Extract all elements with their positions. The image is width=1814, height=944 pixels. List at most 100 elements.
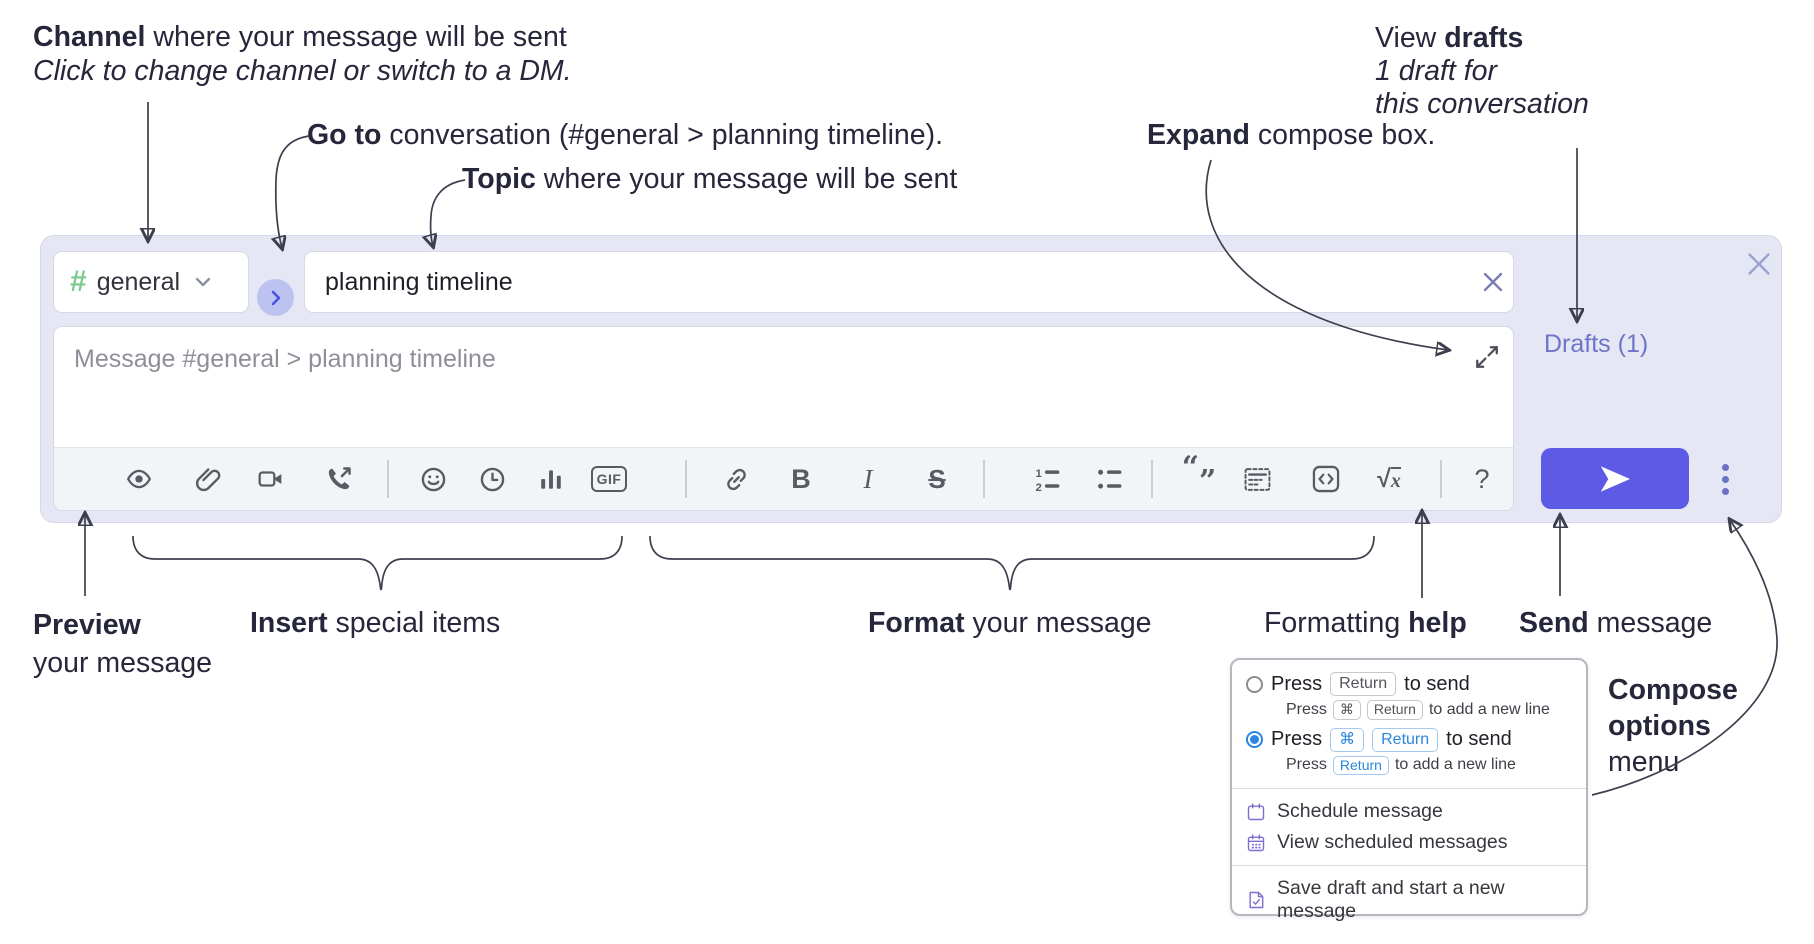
topic-field	[304, 251, 1514, 313]
numbered-list-icon: 1 2	[1035, 467, 1059, 493]
save-draft-new-message-item[interactable]: Save draft and start a new message	[1232, 873, 1586, 927]
quote-button[interactable]: “”	[1177, 449, 1221, 501]
send-button[interactable]	[1541, 448, 1689, 509]
preview-button[interactable]	[117, 457, 161, 501]
radio-unselected-icon[interactable]	[1246, 675, 1263, 693]
cmd-key: ⌘	[1332, 700, 1361, 720]
toolbar-divider	[1151, 460, 1153, 498]
formatting-help-note: Formatting help	[1264, 607, 1467, 639]
paperclip-icon	[195, 467, 220, 491]
channel-name: general	[96, 267, 181, 296]
eye-icon	[127, 469, 151, 489]
bulleted-list-button[interactable]	[1087, 457, 1131, 501]
svg-text:1: 1	[1035, 467, 1042, 479]
insert-note: Insert special items	[250, 607, 501, 639]
send-note: Send message	[1519, 607, 1713, 639]
italic-icon: I	[863, 463, 873, 494]
send-icon	[1600, 465, 1630, 492]
topic-input[interactable]	[305, 267, 1473, 297]
message-compose-area: GIF B I S	[53, 326, 1514, 511]
link-icon	[726, 468, 746, 490]
svg-text:2: 2	[1035, 481, 1041, 492]
compose-toolbar: GIF B I S	[54, 447, 1513, 510]
goto-pointer-curve	[276, 135, 310, 248]
schedule-message-item[interactable]: Schedule message	[1232, 796, 1586, 827]
insert-brace	[132, 535, 623, 591]
spoiler-button[interactable]	[1235, 457, 1279, 501]
question-mark-icon: ?	[1474, 463, 1490, 494]
view-scheduled-messages-item[interactable]: View scheduled messages	[1232, 827, 1586, 858]
close-compose-button[interactable]	[1739, 244, 1779, 284]
compose-options-popup: Press Return to send Press ⌘ Return to a…	[1230, 658, 1588, 922]
go-to-conversation-button[interactable]	[257, 279, 294, 316]
compose-options-note: Compose options menu	[1608, 674, 1738, 778]
smiley-icon	[421, 467, 445, 491]
close-icon	[1748, 253, 1770, 275]
compose-options-menu-button[interactable]	[1707, 451, 1743, 507]
clock-icon	[480, 467, 504, 491]
formatting-help-button[interactable]: ?	[1460, 457, 1504, 501]
document-check-icon	[1249, 891, 1264, 909]
phone-call-icon	[328, 467, 351, 490]
clear-topic-button[interactable]	[1473, 262, 1513, 302]
return-key: Return	[1372, 727, 1439, 752]
return-key: Return	[1330, 672, 1397, 696]
channel-hash-icon: #	[70, 265, 87, 298]
calendar-icon	[1247, 802, 1265, 820]
popup-divider	[1232, 865, 1586, 866]
channel-note-rest: where your message will be sent	[145, 21, 567, 53]
bold-icon: B	[791, 463, 811, 494]
drafts-note: View drafts 1 draft for this conversatio…	[1375, 22, 1589, 120]
format-brace	[649, 535, 1375, 591]
math-icon: √x	[1377, 464, 1401, 493]
chevron-right-icon	[271, 290, 280, 305]
return-key: Return	[1366, 700, 1423, 720]
return-key: Return	[1332, 755, 1389, 775]
spoiler-icon	[1244, 467, 1270, 491]
insert-link-button[interactable]	[714, 457, 758, 501]
cmd-key: ⌘	[1330, 727, 1365, 752]
italic-button[interactable]: I	[846, 457, 890, 501]
channel-selector[interactable]: # general	[53, 251, 249, 313]
strikethrough-icon: S	[928, 463, 946, 494]
calendar-dots-icon	[1247, 833, 1265, 851]
channel-note-line2: Click to change channel or switch to a D…	[33, 55, 572, 87]
ellipsis-icon	[1721, 463, 1729, 471]
message-textarea[interactable]	[54, 327, 1513, 445]
compose-box-panel: # general	[40, 235, 1782, 523]
code-icon	[1312, 465, 1340, 493]
popup-divider	[1232, 788, 1586, 789]
add-poll-button[interactable]	[529, 457, 573, 501]
send-shortcut-option-cmd-return[interactable]: Press ⌘ Return to send Press Return to a…	[1232, 726, 1586, 782]
format-note: Format your message	[868, 607, 1152, 639]
channel-note-bold: Channel	[33, 21, 146, 53]
expand-note: Expand compose box.	[1147, 119, 1436, 151]
add-global-time-button[interactable]	[470, 457, 514, 501]
drafts-link[interactable]: Drafts (1)	[1544, 330, 1649, 358]
start-voice-call-button[interactable]	[317, 457, 361, 501]
close-icon	[1483, 272, 1503, 292]
add-emoji-button[interactable]	[411, 457, 455, 501]
bulleted-list-icon	[1097, 469, 1121, 489]
code-button[interactable]	[1304, 457, 1348, 501]
quote-icon: “”	[1181, 449, 1217, 499]
gif-icon: GIF	[590, 466, 628, 492]
preview-note: Preview your message	[33, 609, 213, 679]
math-button[interactable]: √x	[1367, 457, 1411, 501]
toolbar-divider	[685, 460, 687, 498]
radio-selected-icon[interactable]	[1246, 731, 1263, 748]
expand-compose-button[interactable]	[1471, 341, 1503, 373]
attach-file-button[interactable]	[186, 457, 230, 501]
bar-chart-icon	[541, 470, 561, 489]
strikethrough-button[interactable]: S	[915, 457, 959, 501]
chevron-down-icon	[195, 277, 211, 287]
goto-note: Go to conversation (#general > planning …	[307, 119, 944, 151]
bold-button[interactable]: B	[779, 457, 823, 501]
add-gif-button[interactable]: GIF	[587, 457, 631, 501]
send-shortcut-option-return[interactable]: Press Return to send Press ⌘ Return to a…	[1232, 670, 1586, 726]
start-video-call-button[interactable]	[248, 457, 292, 501]
toolbar-divider	[983, 460, 985, 498]
numbered-list-button[interactable]: 1 2	[1025, 457, 1069, 501]
channel-note: Channel where your message will be sent …	[33, 20, 572, 88]
